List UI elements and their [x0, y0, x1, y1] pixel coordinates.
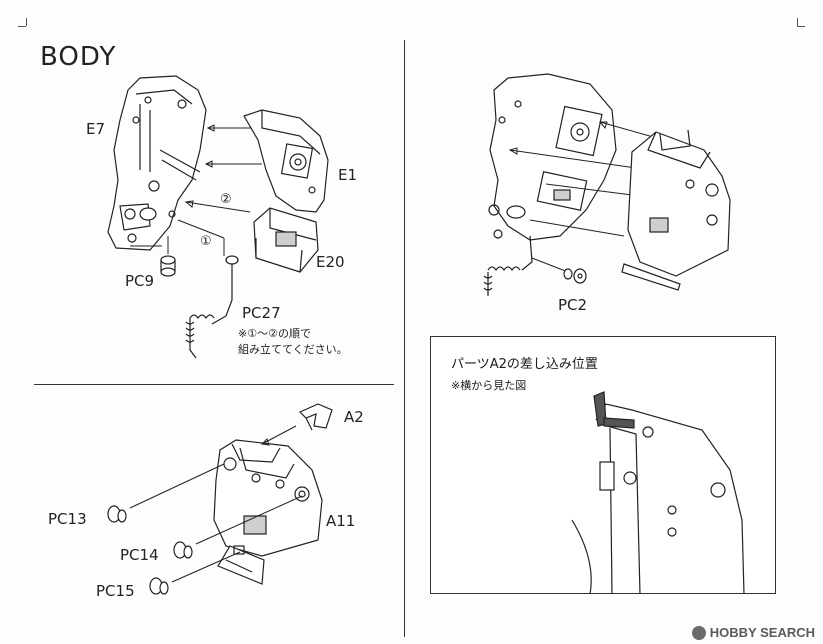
part-e1-drawing [243, 109, 329, 213]
part-assembled-drawing [483, 73, 617, 296]
label-pc2: PC2 [558, 296, 588, 314]
label-e7: E7 [86, 120, 106, 138]
watermark-text: HOBBY SEARCH [709, 625, 815, 640]
step-marker-1: ① [200, 234, 212, 249]
assembly-note-line2: 組み立ててください。 [238, 343, 348, 356]
part-a11-bottom-drawing [213, 439, 323, 585]
label-e20: E20 [316, 253, 345, 271]
part-pc27-drawing [185, 255, 239, 359]
part-pc9-drawing [160, 255, 176, 277]
assembly-note-line1: ※①～②の順で [238, 327, 311, 340]
label-pc14: PC14 [120, 546, 159, 564]
assembly-note: ※①～②の順で 組み立ててください。 [238, 326, 348, 358]
inset-note: ※横から見た図 [451, 379, 527, 392]
panel-divider-vertical [404, 40, 405, 637]
corner-mark [26, 18, 27, 26]
section-title: BODY [40, 42, 117, 72]
inset-box: パーツA2の差し込み位置 ※横から見た図 [430, 336, 776, 594]
label-pc9: PC9 [125, 272, 155, 290]
watermark: HOBBY SEARCH [691, 625, 815, 640]
step-marker-2: ② [220, 192, 232, 207]
label-a11: A11 [326, 512, 356, 530]
inset-title: パーツA2の差し込み位置 [451, 357, 598, 372]
part-a2-drawing [298, 403, 333, 431]
part-a11-right-drawing [621, 129, 731, 291]
label-pc13: PC13 [48, 510, 87, 528]
part-e7-drawing [107, 75, 207, 251]
part-pc2-drawing [563, 268, 587, 284]
corner-mark [18, 26, 26, 27]
part-pc13-drawing [107, 505, 127, 523]
corner-mark [797, 18, 798, 26]
label-pc27: PC27 [242, 304, 281, 322]
part-pc15-drawing [149, 577, 169, 595]
part-e20-drawing [253, 207, 319, 273]
corner-mark [797, 26, 805, 27]
label-e1: E1 [338, 166, 358, 184]
part-pc14-drawing [173, 541, 193, 559]
label-pc15: PC15 [96, 582, 135, 600]
watermark-logo-icon [691, 625, 706, 640]
panel-divider-horizontal [34, 384, 394, 385]
label-a2: A2 [344, 408, 364, 426]
